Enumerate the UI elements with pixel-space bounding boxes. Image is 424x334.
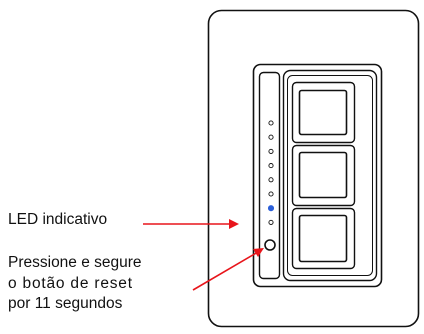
led-active [267,205,275,212]
led [268,163,274,169]
led [268,177,274,183]
led [268,148,274,154]
reset-instruction-line-1: Pressione e segure [8,254,142,271]
led [268,120,274,126]
reset-instruction-line-2: o botão de reset [8,275,133,292]
led [268,134,274,140]
led [268,219,274,225]
led [268,191,274,197]
switch-button-3[interactable] [291,207,356,270]
switch-button-1[interactable] [291,81,356,144]
led-indicator-column [267,120,275,225]
indicator-strip [258,71,281,280]
led-indicator-label: LED indicativo [8,211,108,228]
button-bezel-inner [287,75,373,276]
switch-button-2[interactable] [291,144,356,207]
reset-instruction-line-3: por 11 segundos [8,295,123,312]
led-label-arrow [143,219,239,229]
reset-button[interactable] [264,239,276,251]
reset-label-arrow [192,248,264,291]
